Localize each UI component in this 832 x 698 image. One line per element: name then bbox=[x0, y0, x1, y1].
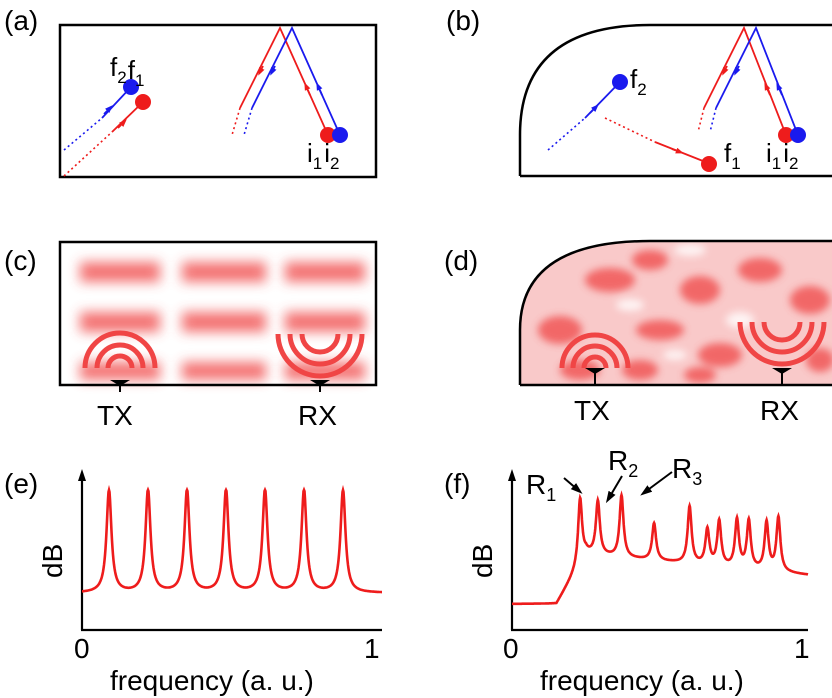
panel-f-xlabel: frequency (a. u.) bbox=[540, 665, 744, 696]
panel-f-arrow-r3 bbox=[640, 471, 673, 496]
panel-e-spectrum bbox=[82, 484, 382, 594]
panel-d-cavity bbox=[518, 239, 832, 387]
panel-b-final-red bbox=[701, 156, 717, 172]
panel-b-trajectories bbox=[547, 25, 799, 164]
panel-c-tx-label: TX bbox=[97, 400, 133, 431]
panel-a-label: (a) bbox=[4, 5, 38, 36]
panel-f-arrow-r1 bbox=[563, 477, 583, 494]
panel-f-x1: 1 bbox=[794, 633, 810, 664]
panel-d-tx-label: TX bbox=[574, 395, 610, 426]
panel-e-xlabel: frequency (a. u.) bbox=[110, 665, 314, 696]
panel-b-init-blue bbox=[790, 127, 806, 143]
panel-f-peak-r2: R2 bbox=[608, 445, 638, 481]
panel-a-init-blue bbox=[332, 127, 348, 143]
panel-e-x1: 1 bbox=[364, 633, 380, 664]
panel-c-rx-label: RX bbox=[298, 400, 337, 431]
panel-a-final-labels: f2f1 bbox=[110, 52, 144, 90]
panel-d-label: (d) bbox=[444, 245, 478, 276]
panel-c-rx-antenna bbox=[275, 333, 365, 392]
panel-b-label: (b) bbox=[446, 5, 480, 36]
panel-a-init-red bbox=[320, 127, 336, 143]
panel-f-ylabel: dB bbox=[467, 544, 498, 578]
panel-b-init-red bbox=[778, 127, 794, 143]
panel-a-billiard bbox=[58, 23, 378, 179]
panel-a-final-blue bbox=[123, 79, 139, 95]
panel-f-label: (f) bbox=[444, 468, 470, 499]
panel-e-ylabel: dB bbox=[37, 544, 68, 578]
panel-c-label: (c) bbox=[4, 245, 37, 276]
panel-c-mode-pattern bbox=[80, 262, 365, 380]
panel-f-arrow-r2 bbox=[605, 475, 623, 504]
panel-e-x0: 0 bbox=[74, 633, 90, 664]
panel-e-label: (e) bbox=[4, 468, 38, 499]
panel-f-peak-r1: R1 bbox=[526, 469, 556, 505]
panel-b-final-blue bbox=[612, 74, 628, 90]
panel-b-init-labels: i1i2 bbox=[766, 138, 799, 173]
panel-b-final1-label: f1 bbox=[724, 138, 741, 173]
panel-f-x0: 0 bbox=[503, 633, 519, 664]
panel-c-tx-antenna bbox=[82, 330, 158, 392]
panel-d-rx-label: RX bbox=[760, 395, 799, 426]
panel-a-final-red bbox=[135, 94, 151, 110]
panel-b-final2-label: f2 bbox=[630, 64, 647, 99]
panel-a-init-labels: i1i2 bbox=[307, 138, 340, 173]
panel-d-tx-antenna bbox=[559, 332, 631, 386]
panel-d-rx-antenna bbox=[737, 321, 827, 386]
panel-b-billiard bbox=[518, 23, 832, 178]
panel-a-trajectories bbox=[63, 25, 341, 177]
panel-f-peak-r3: R3 bbox=[672, 453, 702, 489]
panel-f-spectrum bbox=[512, 490, 809, 606]
panel-c-cavity bbox=[58, 240, 378, 387]
